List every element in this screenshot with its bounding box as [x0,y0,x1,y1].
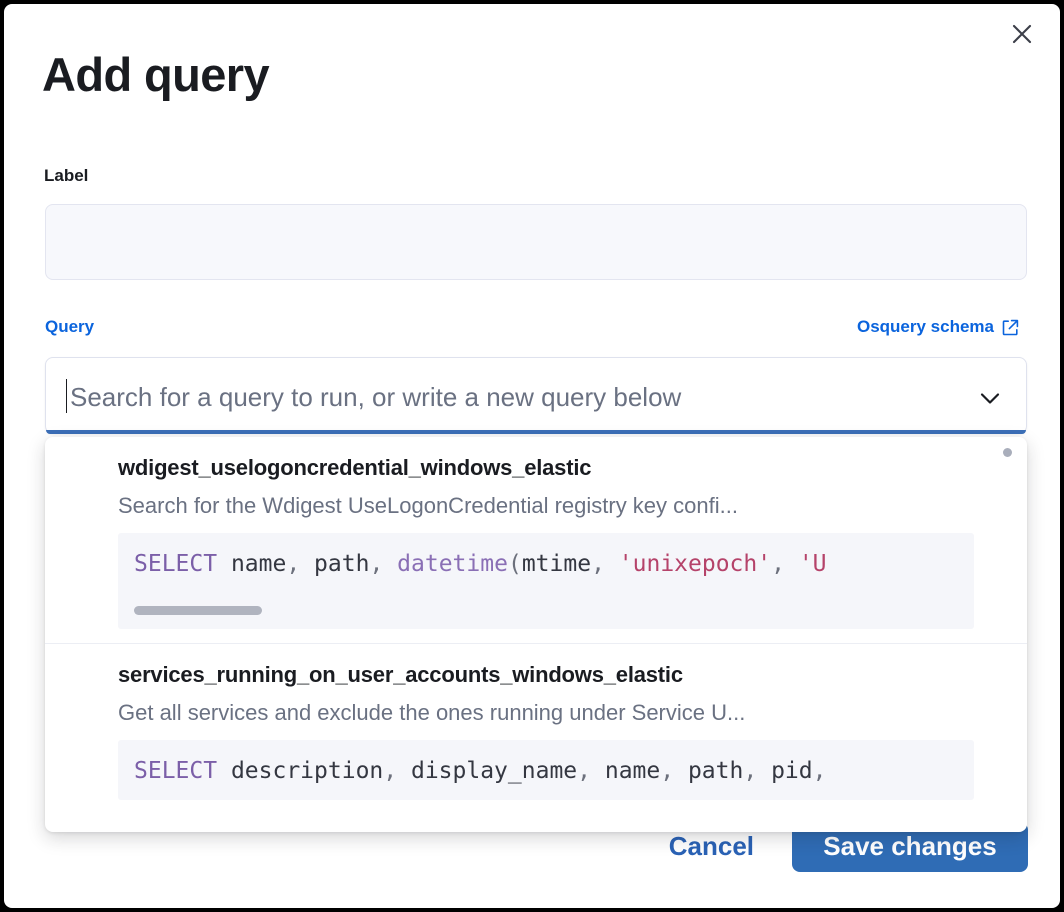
page-title: Add query [42,48,270,101]
suggestion-description: Get all services and exclude the ones ru… [118,700,746,725]
query-combobox[interactable]: Search for a query to run, or write a ne… [45,357,1027,434]
sql-code-line: SELECT description, display_name, name, … [134,758,827,784]
suggestion-title: wdigest_uselogoncredential_windows_elast… [118,455,592,480]
suggestion-title: services_running_on_user_accounts_window… [118,662,683,687]
text-cursor [66,379,67,413]
query-field-legend: Query [45,317,95,336]
label-input[interactable] [45,204,1027,280]
sql-code-line: SELECT name, path, datetime(mtime, 'unix… [134,551,827,577]
query-suggestions-dropdown: wdigest_uselogoncredential_windows_elast… [45,437,1027,832]
osquery-schema-link-label: Osquery schema [856,317,994,336]
suggestion-sql-preview: SELECT name, path, datetime(mtime, 'unix… [118,533,974,629]
sql-horizontal-scrollbar[interactable] [134,606,262,615]
add-query-modal: Add query Label Query Osquery schema Sea… [4,4,1060,908]
suggestion-sql-preview: SELECT description, display_name, name, … [118,740,974,800]
dropdown-scrollbar[interactable] [1003,448,1012,457]
close-icon [1009,21,1035,47]
label-field-label: Label [44,166,89,185]
cancel-button[interactable]: Cancel [655,821,768,872]
list-item[interactable]: wdigest_uselogoncredential_windows_elast… [45,437,1027,643]
query-combobox-placeholder: Search for a query to run, or write a ne… [70,382,682,412]
suggestion-list: wdigest_uselogoncredential_windows_elast… [45,437,1027,814]
list-item[interactable]: services_running_on_user_accounts_window… [45,643,1027,814]
osquery-schema-link[interactable]: Osquery schema [857,317,1020,337]
suggestion-description: Search for the Wdigest UseLogonCredentia… [118,493,738,518]
external-link-icon [1001,317,1020,337]
chevron-down-icon[interactable] [976,384,1004,412]
close-button[interactable] [1006,18,1038,50]
